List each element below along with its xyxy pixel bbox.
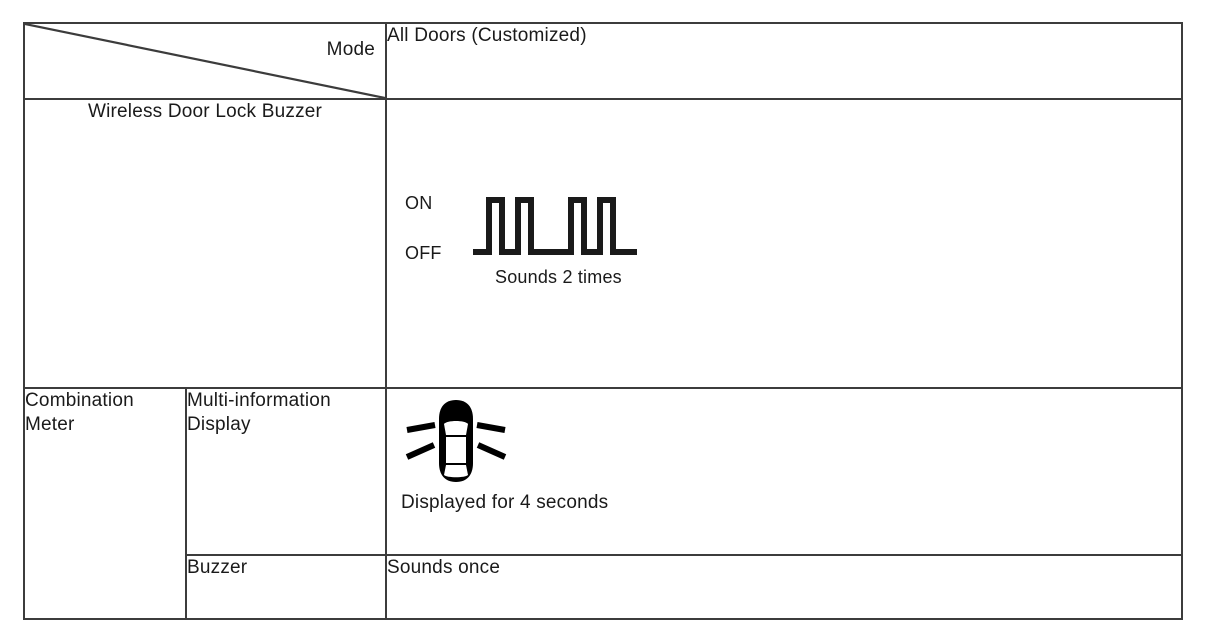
multi-information-display-label: Multi-information Display bbox=[185, 387, 387, 556]
header-corner-cell: Mode bbox=[23, 22, 387, 100]
display-duration-caption: Displayed for 4 seconds bbox=[401, 492, 609, 513]
mode-specification-table: Mode All Doors (Customized) Wireless Doo… bbox=[23, 22, 1183, 620]
combination-meter-buzzer-row: Buzzer Sounds once bbox=[24, 554, 1183, 620]
wireless-door-lock-buzzer-row: Wireless Door Lock Buzzer ON OFF Sounds … bbox=[23, 98, 1183, 389]
multi-information-display-content-cell: Displayed for 4 seconds bbox=[385, 387, 1183, 556]
table-header-row: Mode All Doors (Customized) bbox=[23, 22, 1183, 100]
diagonal-divider-line bbox=[25, 24, 385, 98]
combination-meter-buzzer-value: Sounds once bbox=[385, 554, 1183, 620]
waveform-caption: Sounds 2 times bbox=[495, 267, 622, 287]
wireless-door-lock-buzzer-label: Wireless Door Lock Buzzer bbox=[23, 98, 387, 389]
combination-meter-label: Combination Meter bbox=[23, 387, 187, 620]
buzzer-pulse-waveform bbox=[473, 197, 637, 255]
waveform-off-label: OFF bbox=[405, 243, 442, 263]
car-top-view-flash-icon bbox=[405, 400, 507, 482]
buzzer-waveform-cell: ON OFF Sounds 2 times bbox=[385, 98, 1183, 389]
mode-header-label: Mode bbox=[326, 39, 375, 60]
combination-meter-buzzer-label: Buzzer bbox=[185, 554, 387, 620]
waveform-on-label: ON bbox=[405, 193, 433, 213]
multi-information-display-row: Combination Meter Multi-information Disp… bbox=[23, 387, 1183, 620]
mode-value-cell: All Doors (Customized) bbox=[385, 22, 1183, 100]
buzzer-timing-diagram: ON OFF Sounds 2 times bbox=[405, 180, 695, 310]
